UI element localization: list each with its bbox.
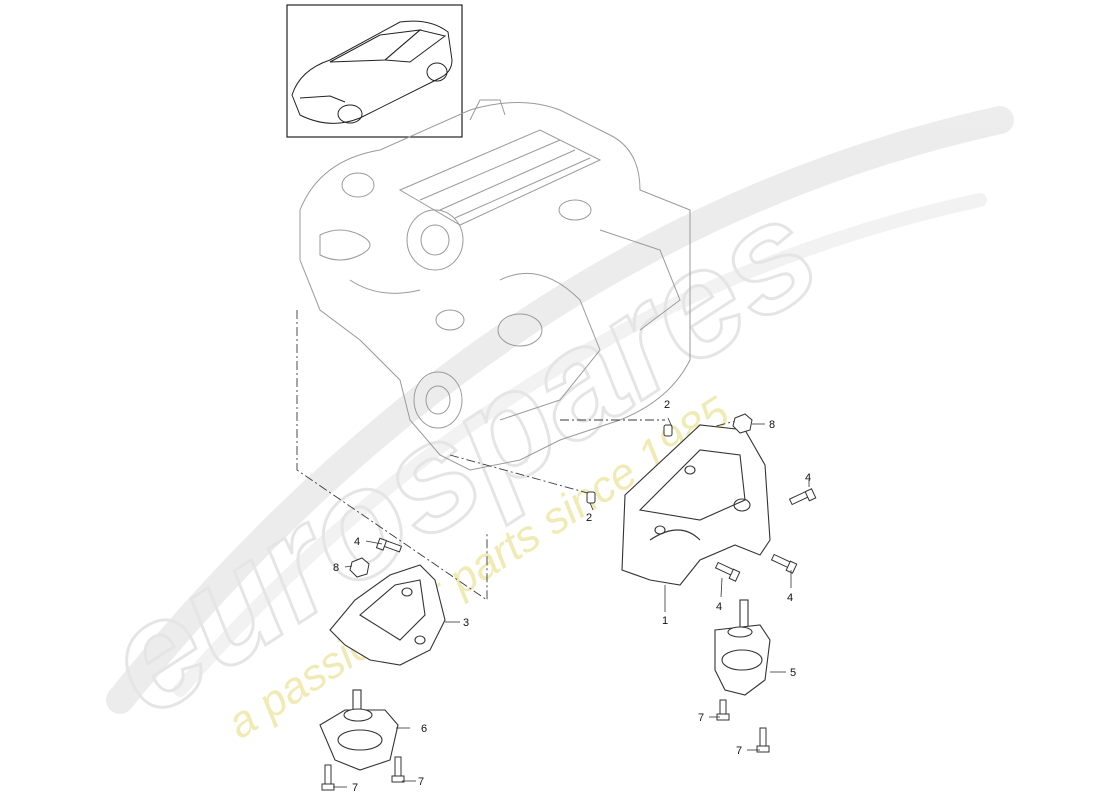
callout-7: 7 [698, 712, 704, 724]
callouts: 1 2 2 3 4 4 4 4 5 6 7 7 7 7 8 8 [333, 399, 811, 794]
callout-6: 6 [421, 723, 427, 735]
engine-mount-left [319, 689, 399, 771]
callout-2: 2 [586, 512, 592, 524]
callout-4: 4 [354, 536, 360, 548]
stud-icon [663, 424, 673, 437]
callout-4: 4 [716, 601, 722, 613]
callout-1: 1 [662, 615, 668, 627]
leader-lines [333, 417, 810, 788]
engine-illustration [299, 99, 691, 471]
bolt-icon [788, 488, 817, 506]
car-icon [291, 20, 453, 124]
bolt-icon [756, 727, 770, 753]
stud-icon [586, 491, 596, 504]
bolt-icon [714, 561, 741, 582]
callout-3: 3 [463, 617, 469, 629]
callout-5: 5 [790, 667, 796, 679]
engine-mount-right [714, 599, 771, 696]
bolt-icon [321, 764, 335, 791]
watermark: eurospares a passion for parts since 198… [74, 106, 1014, 748]
reference-lines [296, 310, 741, 601]
callout-7: 7 [418, 776, 424, 788]
callout-4: 4 [787, 592, 793, 604]
callout-2: 2 [664, 399, 670, 411]
nut-icon [349, 557, 370, 578]
nut-icon [732, 413, 753, 434]
bolt-icon [770, 553, 798, 574]
vehicle-thumbnail [286, 4, 463, 138]
callout-8: 8 [769, 419, 775, 431]
callout-7: 7 [736, 745, 742, 757]
callout-8: 8 [333, 562, 339, 574]
bolt-icon [391, 756, 405, 783]
fasteners [321, 413, 817, 791]
callout-7: 7 [352, 782, 358, 794]
callout-4: 4 [805, 472, 811, 484]
transmission-mount-bracket [329, 564, 446, 666]
bolt-icon [716, 699, 730, 721]
